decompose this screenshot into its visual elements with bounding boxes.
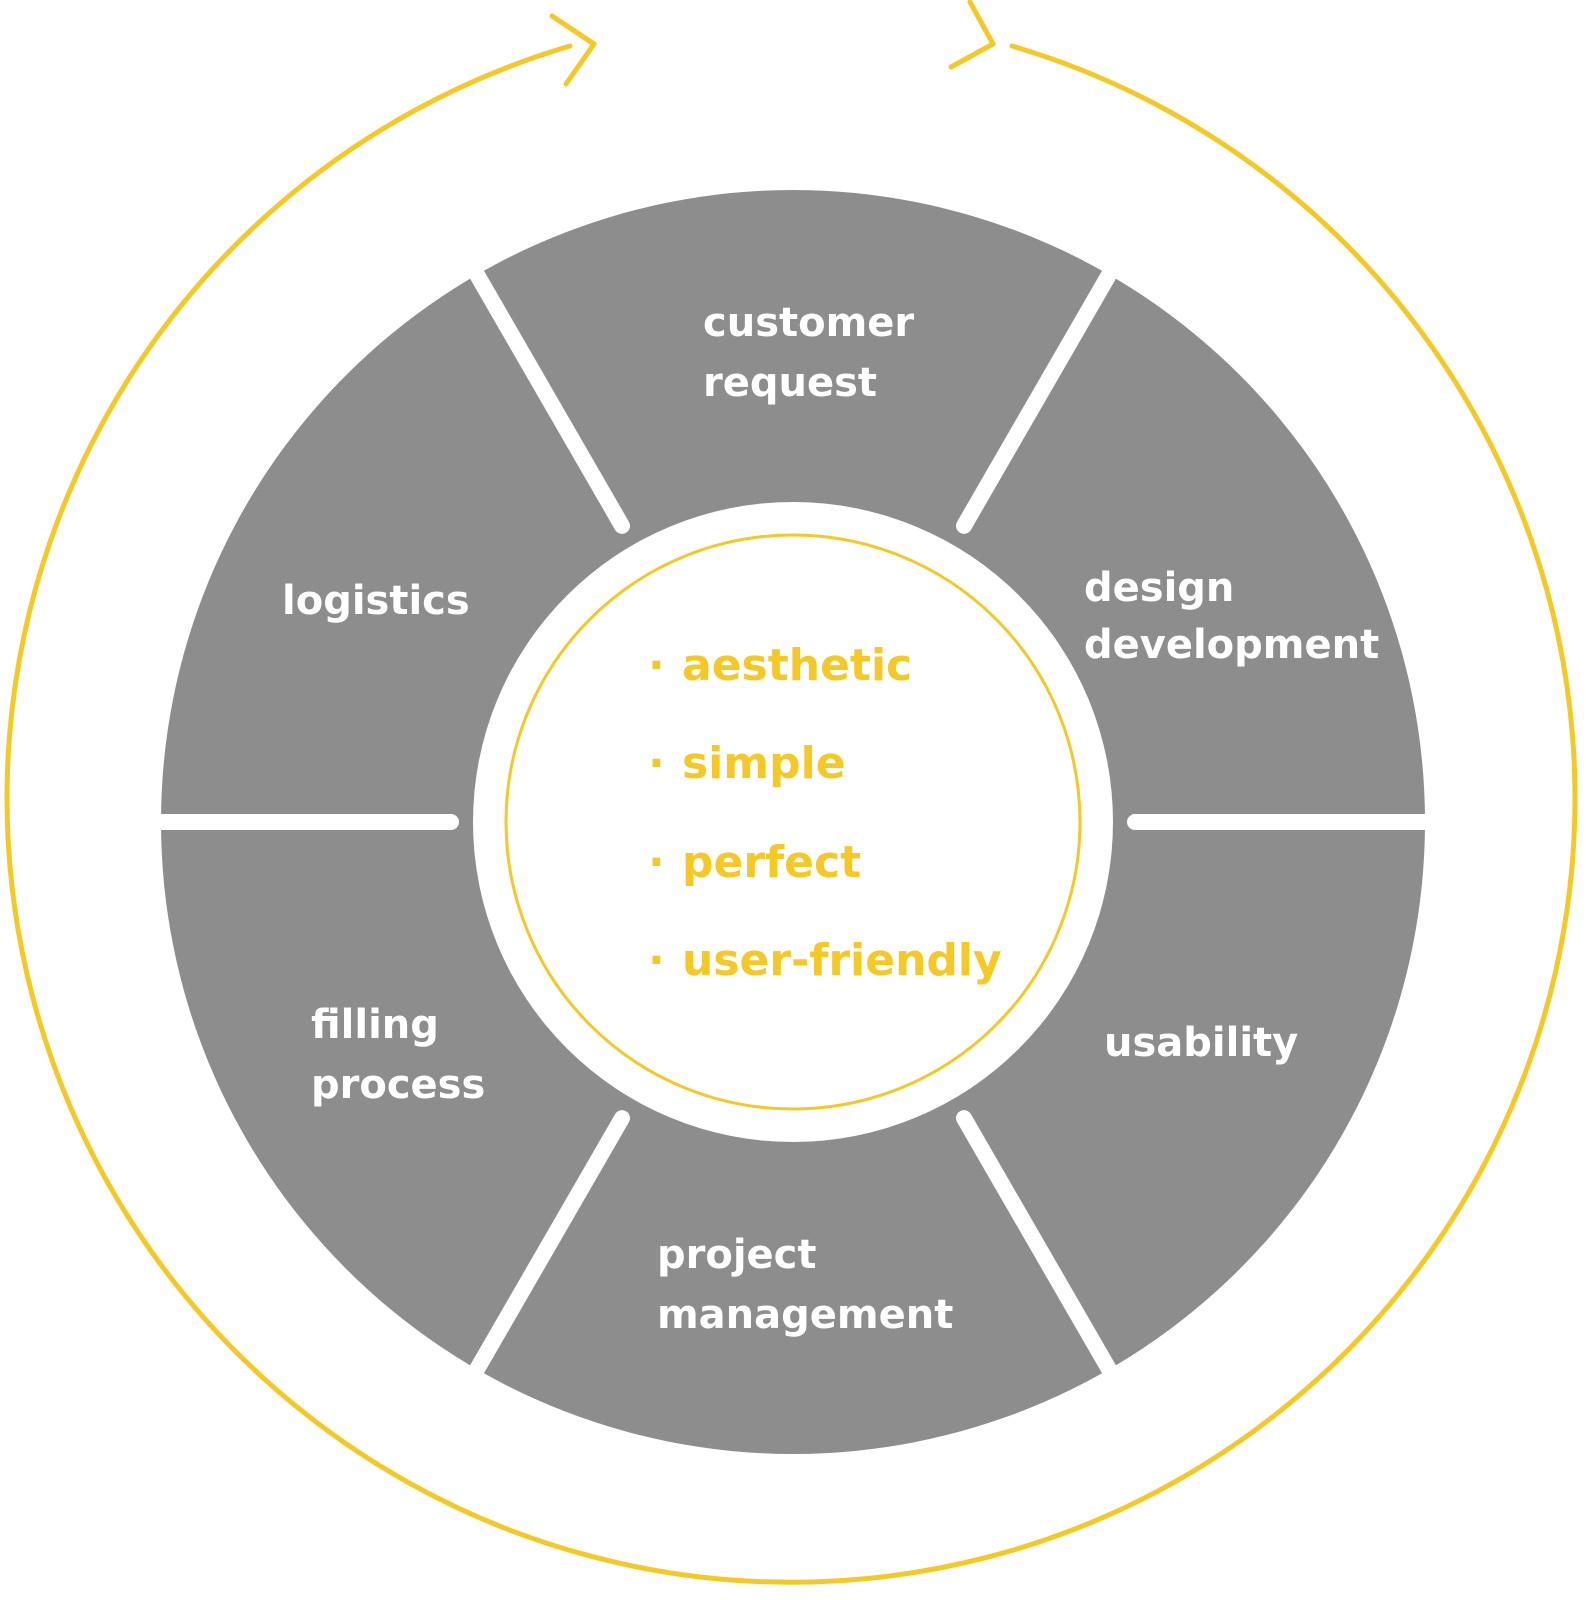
ring-body xyxy=(161,190,1425,1454)
core-item-aesthetic: · aesthetic xyxy=(648,640,912,691)
bullet-dot-icon: · xyxy=(648,837,665,888)
segment-ring xyxy=(149,190,1437,1454)
segment-label-project-management: project management xyxy=(657,1232,953,1338)
core-item-label: aesthetic xyxy=(682,640,912,691)
core-item-label: simple xyxy=(682,738,846,789)
segment-label-logistics: logistics xyxy=(282,578,470,624)
cycle-arrow-arc xyxy=(4,43,1578,1585)
arrowhead-left-icon xyxy=(549,13,597,87)
segment-label-filling-process: filling process xyxy=(311,1002,485,1108)
core-item-perfect: · perfect xyxy=(648,837,861,888)
cycle-arrow xyxy=(4,0,1578,1585)
segment-divider xyxy=(956,263,1119,534)
segment-label-usability: usability xyxy=(1104,1020,1298,1066)
core-item-label: perfect xyxy=(682,837,861,888)
bullet-dot-icon: · xyxy=(648,640,665,691)
segment-divider xyxy=(467,1110,630,1381)
bullet-dot-icon: · xyxy=(648,935,665,986)
arrowhead-right-icon xyxy=(948,0,996,70)
segment-divider xyxy=(956,1110,1119,1381)
segment-divider xyxy=(467,263,630,534)
segment-label-customer-request: customer request xyxy=(703,300,928,406)
core-item-label: user-friendly xyxy=(682,935,1002,986)
segment-labels: customer request design development usab… xyxy=(282,300,1379,1338)
bullet-dot-icon: · xyxy=(648,738,665,789)
core-item-user-friendly: · user-friendly xyxy=(648,935,1002,986)
core-item-simple: · simple xyxy=(648,738,846,789)
core-values-list: · aesthetic · simple · perfect · user-fr… xyxy=(648,640,1002,986)
core-circle xyxy=(504,533,1082,1111)
segment-label-design-development: design development xyxy=(1084,565,1379,668)
